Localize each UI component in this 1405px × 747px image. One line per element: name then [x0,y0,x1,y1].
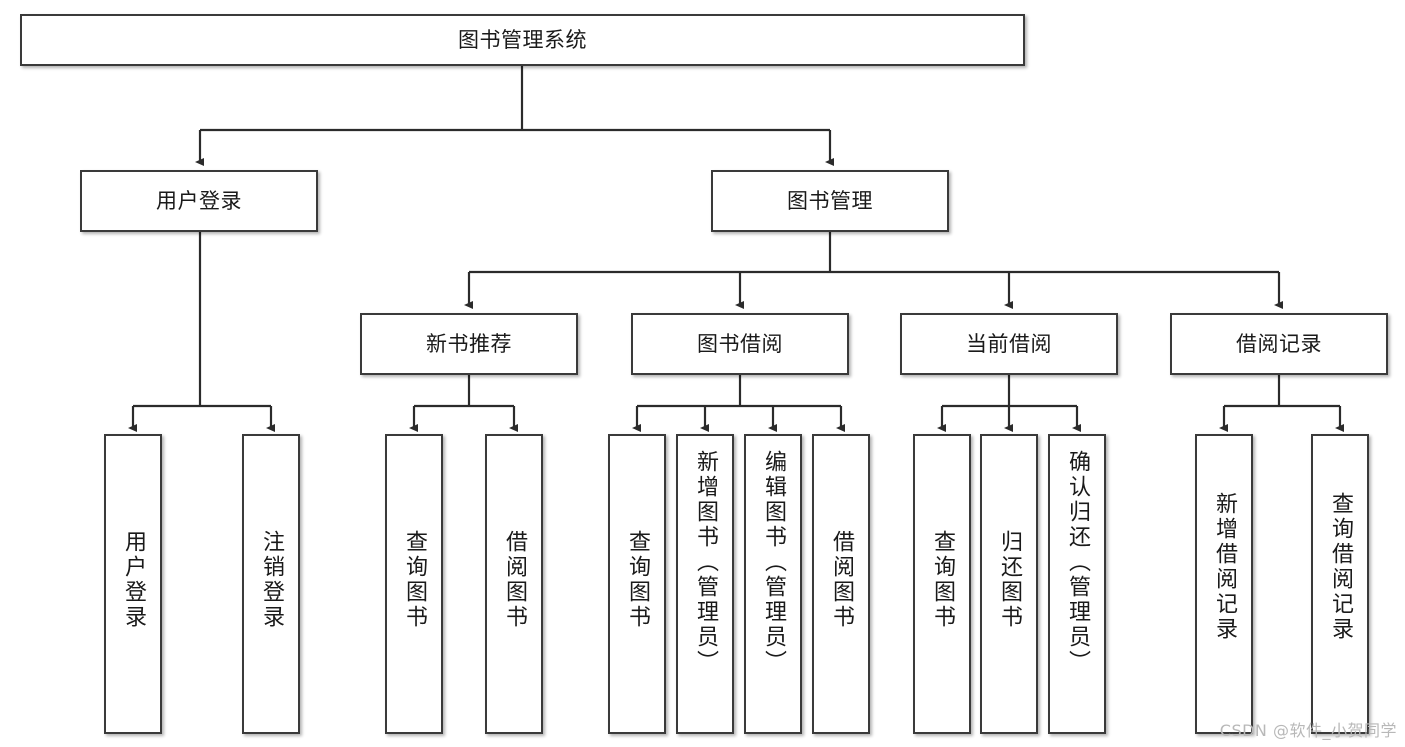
node-current-borrow[interactable]: 当前借阅 [900,313,1118,375]
node-root[interactable]: 图书管理系统 [20,14,1025,66]
node-book-management-label: 图书管理 [787,188,873,213]
node-leaf-add-book-admin[interactable]: 新增图书（管理员） [676,434,734,734]
node-leaf-query-book-3-label: 查询图书 [930,530,955,630]
node-leaf-query-borrow-record[interactable]: 查询借阅记录 [1311,434,1369,734]
node-leaf-query-book-3[interactable]: 查询图书 [913,434,971,734]
node-leaf-query-book-1-label: 查询图书 [402,530,427,630]
node-leaf-user-login-label: 用户登录 [121,530,146,630]
node-leaf-borrow-book-1[interactable]: 借阅图书 [485,434,543,734]
node-leaf-return-book[interactable]: 归还图书 [980,434,1038,734]
node-leaf-query-book-2[interactable]: 查询图书 [608,434,666,734]
node-leaf-edit-book-admin[interactable]: 编辑图书（管理员） [744,434,802,734]
node-leaf-logout-label: 注销登录 [259,530,284,630]
node-leaf-logout[interactable]: 注销登录 [242,434,300,734]
node-book-borrow[interactable]: 图书借阅 [631,313,849,375]
node-leaf-query-book-1[interactable]: 查询图书 [385,434,443,734]
node-user-login[interactable]: 用户登录 [80,170,318,232]
node-leaf-add-borrow-record-label: 新增借阅记录 [1212,492,1237,642]
node-current-borrow-label: 当前借阅 [966,331,1052,356]
node-leaf-borrow-book-1-label: 借阅图书 [502,530,527,630]
node-leaf-return-book-label: 归还图书 [997,530,1022,630]
node-leaf-add-borrow-record[interactable]: 新增借阅记录 [1195,434,1253,734]
node-book-management[interactable]: 图书管理 [711,170,949,232]
node-borrow-record[interactable]: 借阅记录 [1170,313,1388,375]
node-leaf-confirm-return-admin-label: 确认归还（管理员） [1065,450,1090,675]
node-leaf-confirm-return-admin[interactable]: 确认归还（管理员） [1048,434,1106,734]
node-new-book-recommend[interactable]: 新书推荐 [360,313,578,375]
node-leaf-query-borrow-record-label: 查询借阅记录 [1328,492,1353,642]
node-leaf-add-book-admin-label: 新增图书（管理员） [693,450,718,675]
node-root-label: 图书管理系统 [458,27,587,52]
node-new-book-recommend-label: 新书推荐 [426,331,512,356]
node-borrow-record-label: 借阅记录 [1236,331,1322,356]
node-leaf-query-book-2-label: 查询图书 [625,530,650,630]
node-leaf-borrow-book-2-label: 借阅图书 [829,530,854,630]
node-leaf-edit-book-admin-label: 编辑图书（管理员） [761,450,786,675]
node-leaf-user-login[interactable]: 用户登录 [104,434,162,734]
node-leaf-borrow-book-2[interactable]: 借阅图书 [812,434,870,734]
csdn-watermark: CSDN @软件_小贺同学 [1219,721,1397,740]
node-user-login-label: 用户登录 [156,188,242,213]
node-book-borrow-label: 图书借阅 [697,331,783,356]
